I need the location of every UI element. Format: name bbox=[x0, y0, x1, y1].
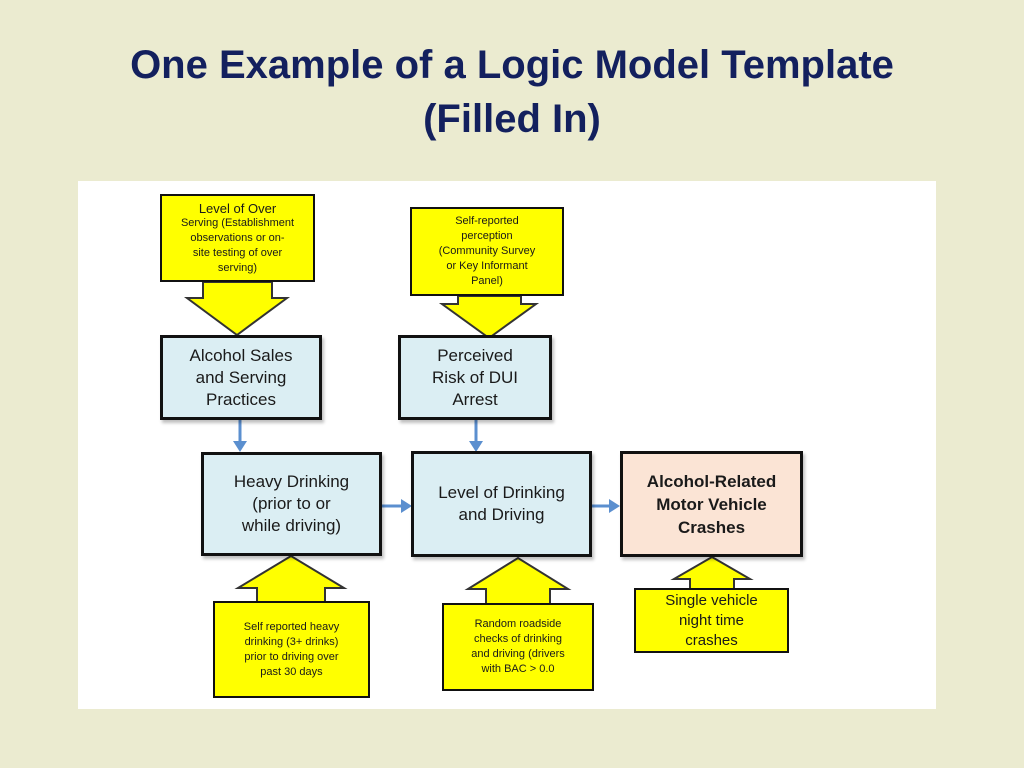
construct-line: while driving) bbox=[241, 516, 342, 535]
slide-title-line2: (Filled In) bbox=[423, 97, 601, 141]
measure-line: site testing of over bbox=[192, 246, 283, 259]
measure-arrow-self-heavy bbox=[234, 554, 348, 604]
measure-line: Self reported heavy bbox=[243, 620, 340, 633]
outcome-line: Alcohol-Related bbox=[646, 471, 777, 491]
measure-line: Panel) bbox=[471, 275, 503, 287]
construct-line: Level of Drinking bbox=[438, 483, 565, 502]
measure-line: drinking (3+ drinks) bbox=[244, 635, 339, 648]
construct-heavy-drinking: Heavy Drinking (prior to or while drivin… bbox=[201, 452, 382, 556]
measure-line: observations or on- bbox=[190, 231, 285, 244]
measure-roadside-checks: Random roadside checks of drinking and d… bbox=[442, 603, 594, 691]
measure-arrow-self-perception bbox=[438, 295, 540, 340]
construct-alcohol-sales: Alcohol Sales and Serving Practices bbox=[160, 335, 322, 420]
slide-title-line1: One Example of a Logic Model Template bbox=[130, 43, 894, 87]
measure-line: Serving (Establishment bbox=[180, 216, 295, 229]
construct-line: and Serving bbox=[195, 367, 287, 387]
measure-line: Level of Over bbox=[198, 200, 277, 216]
measure-line: Self-reported bbox=[455, 215, 519, 227]
measure-line: night time bbox=[678, 611, 745, 629]
measure-line: or Key Informant bbox=[446, 260, 528, 272]
outcome-alcohol-crashes: Alcohol-Related Motor Vehicle Crashes bbox=[620, 451, 803, 557]
measure-line: Random roadside bbox=[474, 618, 562, 630]
measure-line: and driving (drivers bbox=[471, 648, 565, 660]
measure-line: Single vehicle bbox=[665, 591, 758, 609]
measure-arrow-roadside bbox=[464, 556, 572, 606]
measure-line: with BAC > 0.0 bbox=[481, 663, 555, 675]
construct-line: and Driving bbox=[458, 505, 545, 524]
measure-self-reported-heavy: Self reported heavy drinking (3+ drinks)… bbox=[213, 601, 370, 698]
measure-line: perception bbox=[461, 230, 513, 242]
measure-self-perception: Self-reported perception (Community Surv… bbox=[410, 207, 564, 296]
measure-line: checks of drinking bbox=[473, 633, 563, 645]
construct-line: Practices bbox=[206, 389, 276, 409]
measure-arrow-over-serving bbox=[183, 281, 291, 337]
construct-line: Risk of DUI bbox=[432, 367, 518, 387]
construct-line: (prior to or bbox=[252, 494, 331, 513]
measure-line: (Community Survey bbox=[438, 245, 536, 257]
outcome-line: Crashes bbox=[677, 517, 746, 537]
construct-line: Heavy Drinking bbox=[233, 472, 350, 491]
outcome-line: Motor Vehicle bbox=[656, 494, 767, 514]
measure-over-serving: Level of Over Serving (Establishment obs… bbox=[160, 194, 315, 282]
construct-perceived-risk: Perceived Risk of DUI Arrest bbox=[398, 335, 552, 420]
measure-line: prior to driving over bbox=[244, 650, 339, 663]
measure-line: serving) bbox=[217, 261, 258, 274]
measure-line: crashes bbox=[685, 631, 738, 649]
construct-line: Arrest bbox=[452, 389, 498, 409]
construct-line: Alcohol Sales bbox=[189, 345, 293, 365]
measure-line: past 30 days bbox=[260, 665, 323, 678]
measure-night-crashes: Single vehicle night time crashes bbox=[634, 588, 789, 653]
measure-arrow-night-crashes bbox=[670, 555, 754, 591]
construct-line: Perceived bbox=[437, 345, 513, 365]
construct-drinking-and-driving: Level of Drinking and Driving bbox=[411, 451, 592, 557]
slide-title: One Example of a Logic Model Template (F… bbox=[0, 38, 1024, 146]
